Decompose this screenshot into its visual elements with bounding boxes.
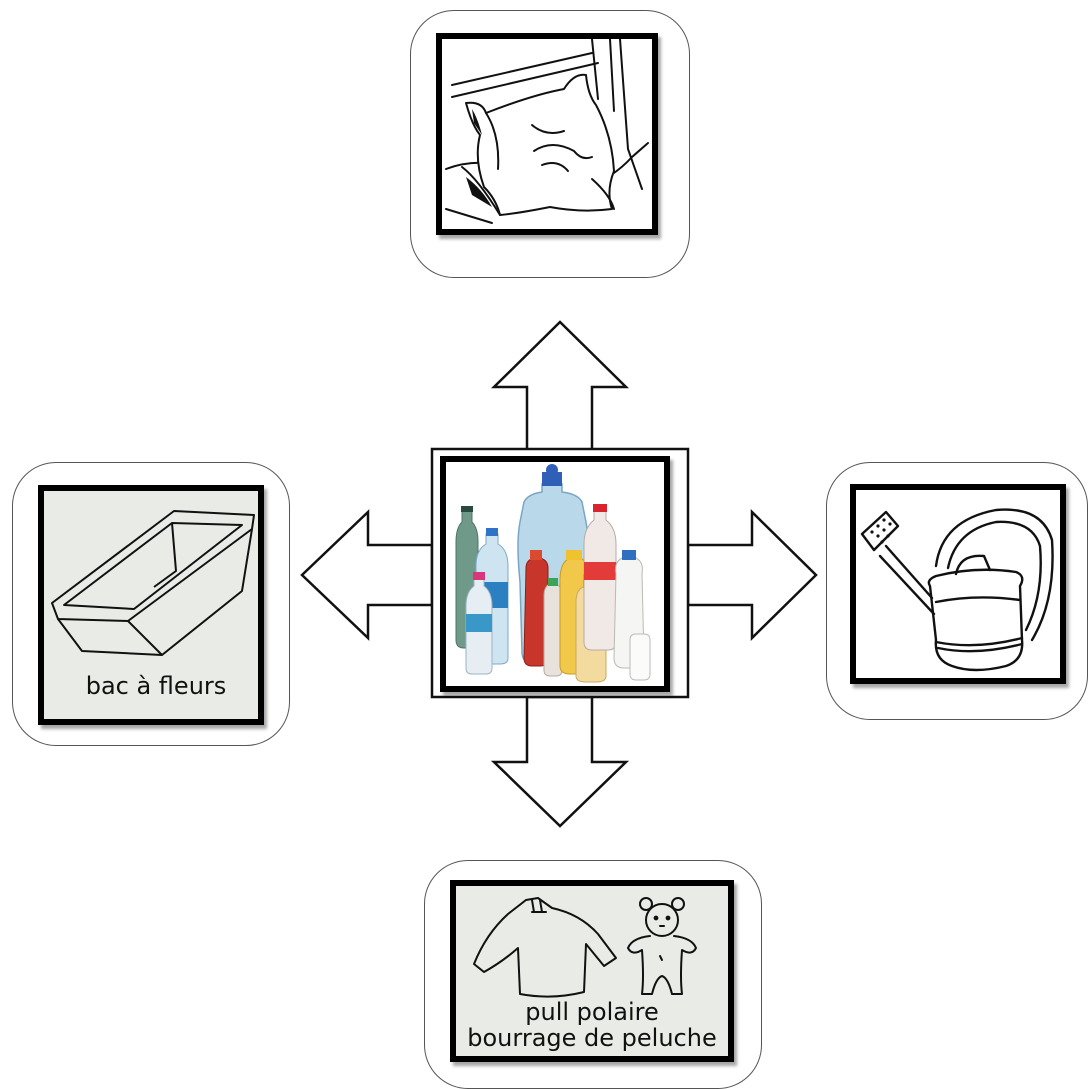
watering-can-icon — [860, 508, 1054, 672]
arrow-up — [490, 320, 630, 452]
bottom-caption-line1: pull polaire — [525, 998, 658, 1026]
left-caption: bac à fleurs — [86, 672, 227, 700]
bottom-frame: pull polaire bourrage de peluche — [450, 880, 734, 1062]
center-frame — [440, 456, 670, 692]
left-frame: bac à fleurs — [38, 485, 264, 725]
arrow-down — [490, 695, 630, 828]
right-frame — [850, 484, 1066, 684]
fleece-sweater-teddy-icon: pull polaire bourrage de peluche — [467, 897, 717, 1052]
plastic-bottles-icon — [455, 464, 651, 683]
arrow-left — [300, 509, 434, 641]
arrow-right — [686, 509, 818, 641]
bottom-caption-line2: bourrage de peluche — [467, 1024, 716, 1052]
flower-planter-icon: bac à fleurs — [51, 510, 255, 700]
pillow-icon — [445, 39, 649, 224]
top-frame — [436, 33, 658, 235]
